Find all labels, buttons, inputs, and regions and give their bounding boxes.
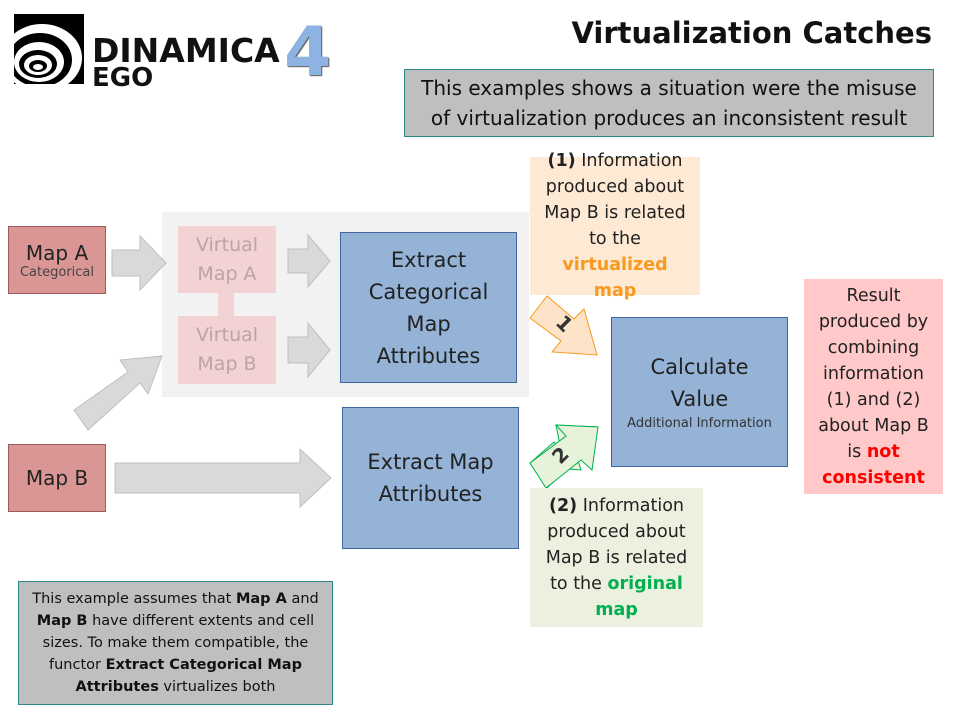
node-virtual-map-b[interactable]: Virtual Map B [178, 316, 276, 384]
node-virtual-map-a[interactable]: Virtual Map A [178, 226, 276, 293]
logo-version: 4 [284, 13, 332, 92]
footnote-text: This example assumes that [32, 591, 236, 607]
subtitle-box: This examples shows a situation were the… [404, 69, 934, 137]
arrow-1 [529, 295, 598, 356]
footnote-text: and [286, 591, 319, 607]
info-1-highlight: virtualized map [562, 255, 668, 301]
info-2-text: Information produced about Map B is rela… [545, 495, 688, 594]
arrow-map-a [111, 234, 167, 292]
info-2-highlight: original map [595, 573, 683, 620]
footnote-text: Extract Categorical Map Attributes [75, 657, 302, 695]
footnote-text: have different extents and cell sizes. T… [42, 613, 315, 673]
logo-name: DINAMICA [92, 31, 280, 70]
node-map-a[interactable]: Map A Categorical [8, 226, 106, 294]
footnote-box: This example assumes that Map A and Map … [18, 581, 333, 705]
map-a-label: Map A [25, 240, 89, 265]
info-1-num: (1) [547, 151, 576, 171]
node-extract-map[interactable]: Extract Map Attributes [342, 407, 519, 549]
info-1: (1) Information produced about Map B is … [530, 151, 700, 301]
arrow-virtual-b [287, 321, 331, 379]
arrow-virtual-a [287, 233, 331, 289]
node-calculate-value[interactable]: Calculate Value Additional Information [611, 317, 788, 467]
node-map-b[interactable]: Map B [8, 444, 106, 512]
info-2-num: (2) [548, 495, 578, 516]
virtual-b-label: Virtual Map B [195, 324, 259, 375]
info-2: (2) Information produced about Map B is … [530, 488, 703, 627]
extract-map-label: Extract Map Attributes [367, 450, 494, 506]
extract-categorical-label: Extract Categorical Map Attributes [368, 247, 489, 368]
footnote-text: Map B [36, 613, 88, 629]
map-b-label: Map B [25, 466, 89, 490]
arrow-map-b [114, 447, 332, 509]
footnote-text: virtualizes both [158, 679, 276, 695]
calculate-value-sub: Additional Information [627, 416, 772, 431]
virtual-a-label: Virtual Map A [195, 233, 259, 285]
result-highlight: not consistent [822, 441, 925, 488]
map-a-sub: Categorical [19, 264, 95, 280]
info-1-text: Information produced about Map B is rela… [544, 151, 686, 249]
calculate-value-label: Calculate Value [650, 355, 749, 411]
footnote-text: This example assumes that Map A and Map … [27, 588, 324, 698]
virtual-connector [218, 291, 234, 317]
page-title: Virtualization Catches [571, 16, 932, 50]
result-text: Result produced by combining information… [818, 285, 929, 462]
arrow-map-b-diagonal [73, 355, 163, 431]
logo-sub: EGO [92, 63, 154, 93]
result-box: Result produced by combining information… [804, 279, 943, 494]
subtitle-text: This examples shows a situation were the… [421, 76, 917, 130]
logo: DINAMICA EGO 4 [14, 14, 334, 94]
node-extract-categorical[interactable]: Extract Categorical Map Attributes [340, 232, 517, 383]
logo-swirl-icon [14, 14, 84, 84]
footnote-text: Map A [235, 591, 287, 607]
